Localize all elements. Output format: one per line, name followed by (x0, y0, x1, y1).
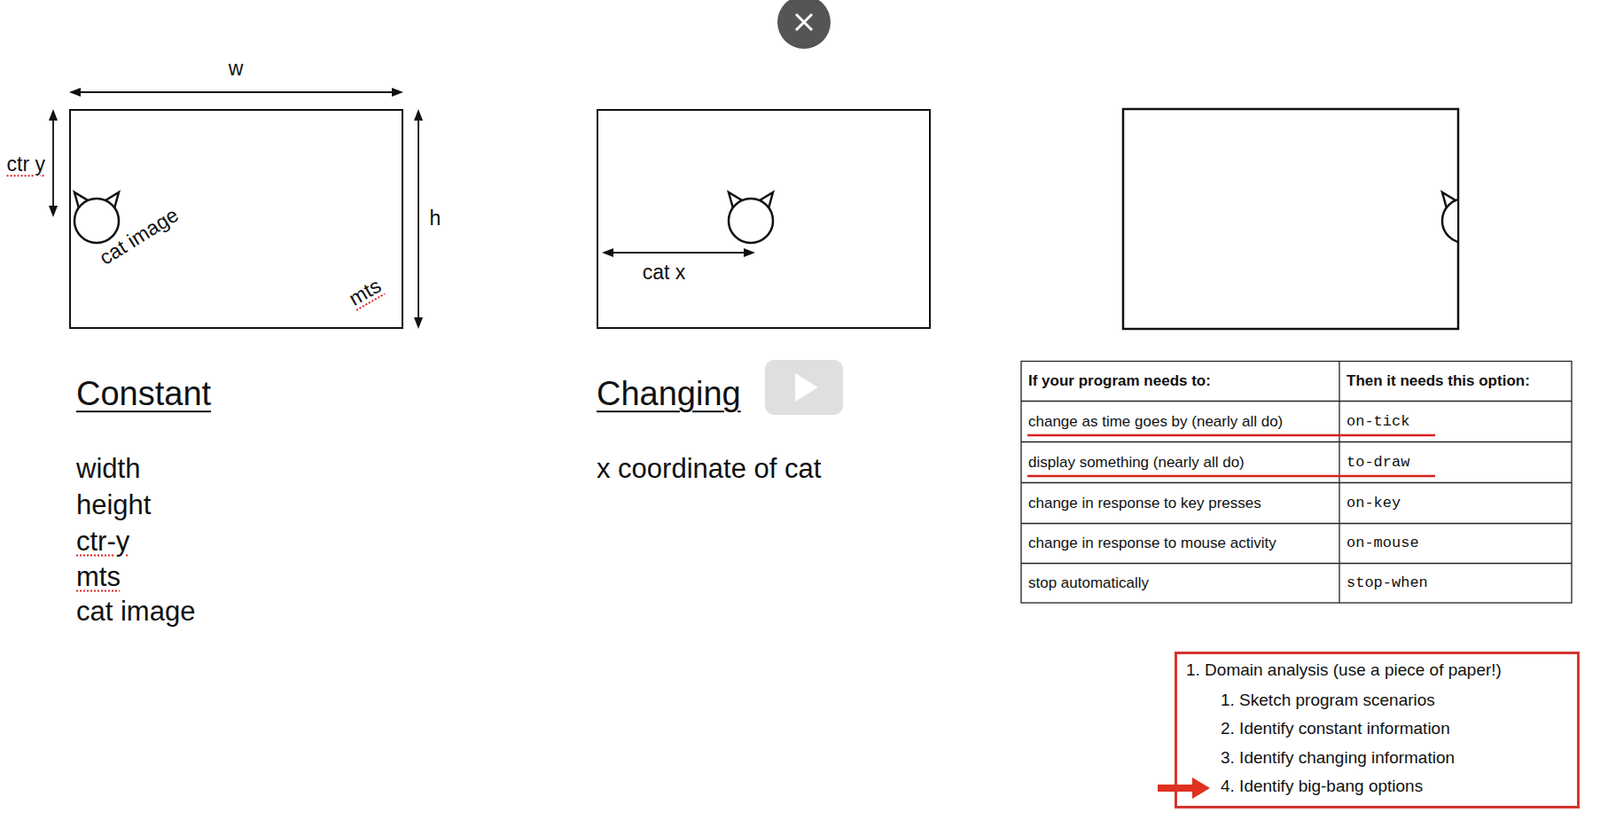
table-cell: stop automatically (1028, 574, 1149, 593)
dimension-label: w (228, 56, 244, 82)
step-item: 3. Identify changing information (1220, 748, 1455, 769)
scene-frame: cat image mts (69, 109, 404, 329)
step-item: 1. Domain analysis (use a piece of paper… (1186, 660, 1502, 681)
table-cell: change in response to key presses (1028, 493, 1262, 512)
cat-figure (728, 192, 773, 243)
table-cell: on-key (1346, 493, 1401, 512)
table-cell: change in response to mouse activity (1028, 534, 1277, 553)
pointer-arrow (1157, 777, 1210, 799)
table-cell: change as time goes by (nearly all do) (1028, 412, 1283, 430)
step-item: 2. Identify constant information (1220, 718, 1451, 740)
scene-frame (1123, 109, 1459, 329)
scene-frame: cat x (596, 109, 931, 329)
cat-figure (1442, 192, 1458, 243)
step-item: 4. Identify big-bang options (1220, 776, 1423, 797)
width-arrow (69, 87, 404, 97)
cat-figure (74, 192, 119, 243)
list-item: cat image (76, 594, 196, 628)
table-cell: on-tick (1346, 412, 1410, 430)
list-item: width (76, 452, 141, 485)
list-item: ctr-y (76, 524, 130, 558)
list-item: mts (76, 560, 121, 594)
ctr-y-arrow (48, 109, 58, 218)
cat-x-arrow (601, 248, 756, 258)
highlight-underline (1027, 435, 1436, 477)
close-button (777, 0, 831, 49)
table-cell: stop-when (1346, 574, 1429, 593)
table-header: Then it needs this option: (1346, 372, 1530, 391)
list-item: height (76, 488, 151, 522)
table-cell: on-mouse (1346, 534, 1420, 553)
step-item: 1. Sketch program scenarios (1220, 690, 1436, 711)
table-grid (1021, 361, 1572, 604)
play-button (764, 359, 843, 415)
dimension-label: h (429, 206, 442, 232)
steps-box: 1. Domain analysis (use a piece of paper… (1174, 651, 1580, 809)
table-cell: to-draw (1346, 452, 1410, 471)
dimension-label: ctr y (7, 152, 46, 178)
list-item: x coordinate of cat (596, 452, 821, 485)
table-header: If your program needs to: (1028, 372, 1211, 391)
table-cell: display something (nearly all do) (1028, 452, 1245, 471)
part-label: cat image (94, 202, 183, 271)
dimension-label: cat x (642, 260, 687, 286)
section-heading: Constant (76, 374, 211, 415)
section-heading: Changing (596, 374, 742, 415)
height-arrow (413, 109, 423, 329)
part-label: mts (344, 273, 386, 312)
